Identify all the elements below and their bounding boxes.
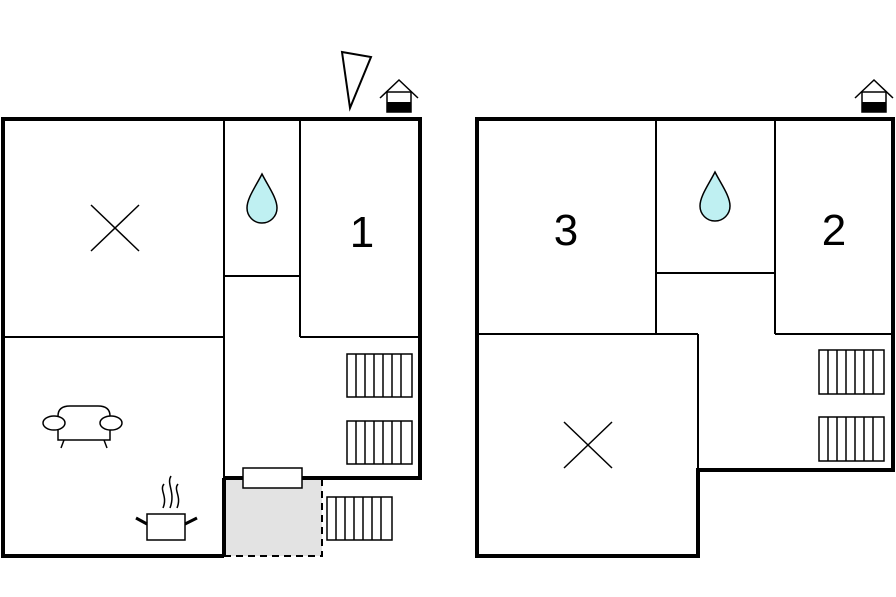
sofa-icon (42, 405, 123, 449)
entrance-house-icon (854, 78, 894, 113)
stairs-icon (818, 416, 885, 462)
stairs-icon (326, 496, 393, 541)
inner-walls-right (477, 119, 893, 470)
room-number: 3 (554, 206, 578, 255)
bed-cross-icon (90, 204, 140, 252)
outer-wall-right (475, 117, 895, 558)
terrace (222, 478, 323, 557)
room-number: 2 (822, 206, 846, 255)
water-drop-icon (699, 170, 731, 222)
terrace-bench-icon (242, 467, 303, 489)
water-drop-icon (246, 172, 278, 224)
outer-wall-left (1, 117, 422, 558)
floor-right: 3 2 (475, 78, 895, 558)
cooking-pot-icon (135, 475, 198, 541)
entrance-house-icon (379, 78, 419, 113)
stairs-icon (346, 353, 413, 398)
floor-left: 1 (1, 50, 422, 558)
room-number: 1 (350, 208, 374, 257)
bed-cross-icon (563, 421, 613, 469)
north-arrow-icon (340, 50, 373, 112)
inner-walls-left (3, 119, 420, 478)
stairs-icon (346, 420, 413, 465)
stairs-icon (818, 349, 885, 395)
